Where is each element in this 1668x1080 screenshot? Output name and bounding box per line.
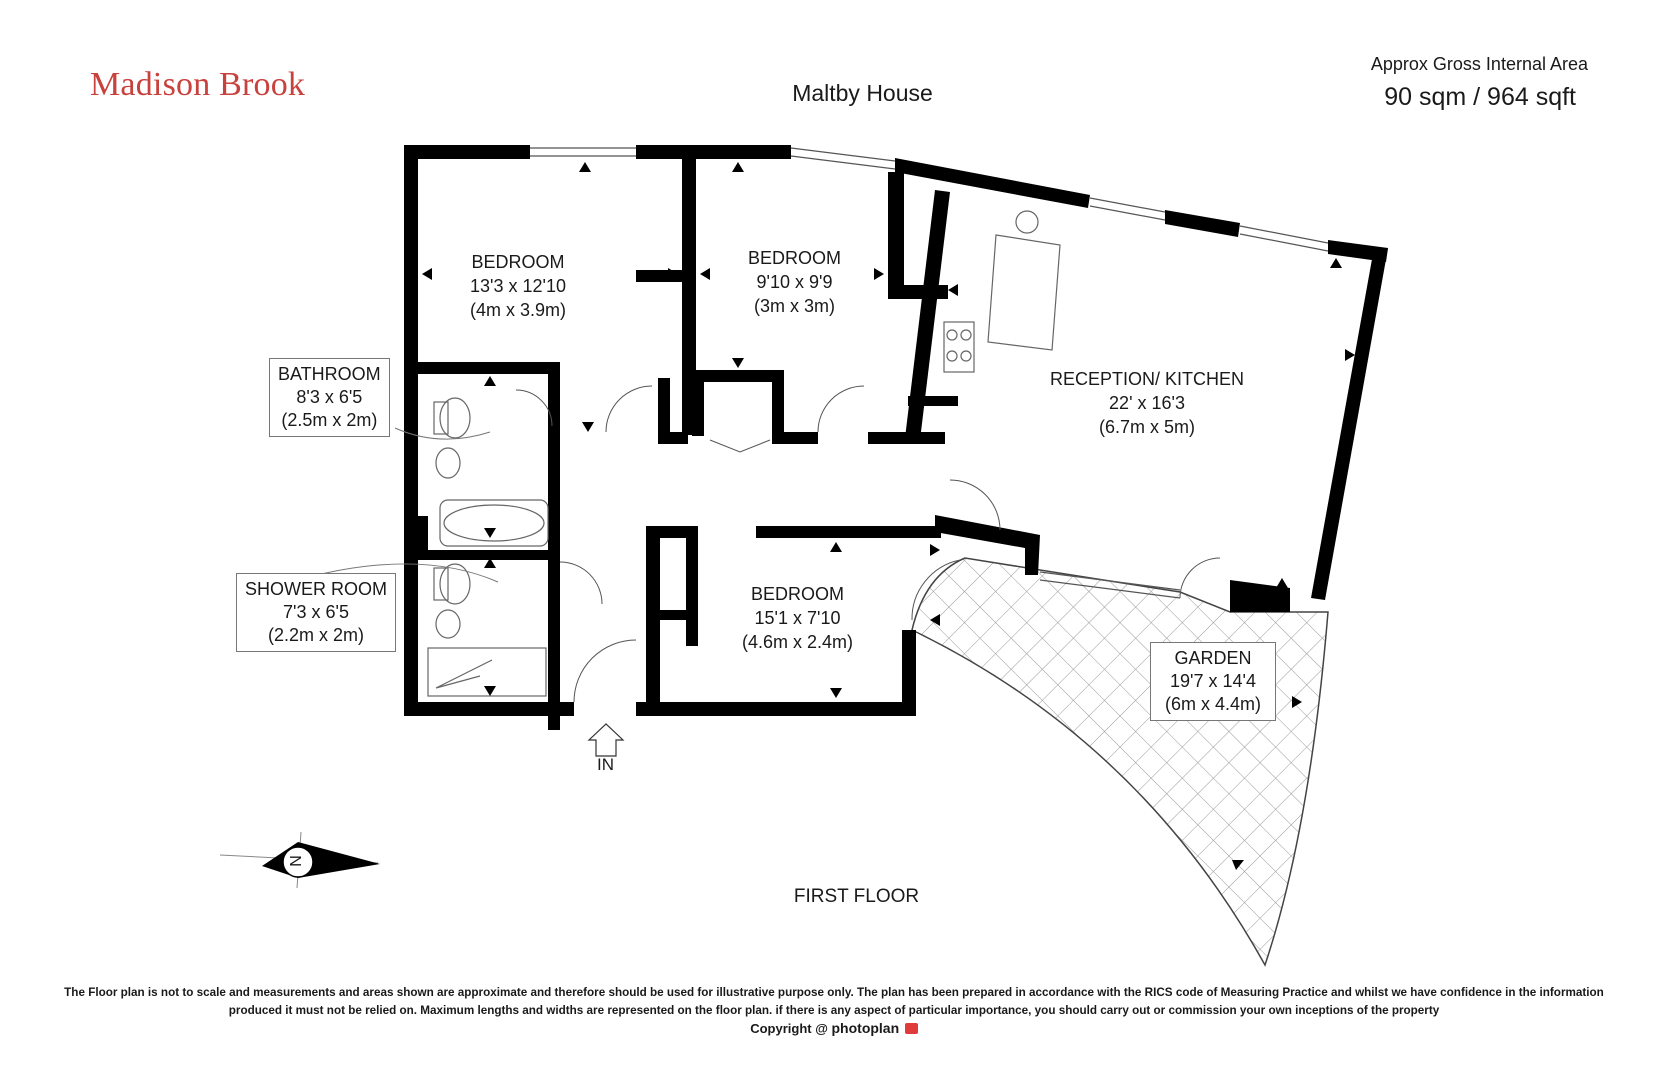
room-imperial: 13'3 x 12'10 (470, 276, 566, 296)
room-imperial: 8'3 x 6'5 (296, 387, 363, 407)
fixtures (427, 210, 1061, 697)
brand-logo: Madison Brook (90, 66, 306, 103)
room-label-reception: RECEPTION/ KITCHEN 22' x 16'3 (6.7m x 5m… (1050, 367, 1244, 439)
room-metric: (3m x 3m) (754, 296, 835, 316)
room-label-bathroom: BATHROOM 8'3 x 6'5 (2.5m x 2m) (269, 358, 390, 437)
room-label-bedroom1: BEDROOM 13'3 x 12'10 (4m x 3.9m) (470, 250, 566, 322)
photoplan-brand: photoplan (831, 1020, 900, 1036)
room-name: BEDROOM (748, 248, 842, 268)
room-imperial: 7'3 x 6'5 (283, 602, 349, 622)
compass-icon (219, 831, 380, 889)
room-metric: (4.6m x 2.4m) (742, 632, 854, 652)
room-imperial: 22' x 16'3 (1109, 393, 1185, 413)
room-metric: (6.7m x 5m) (1099, 417, 1196, 437)
floor-label: FIRST FLOOR (793, 886, 920, 907)
room-label-shower: SHOWER ROOM 7'3 x 6'5 (2.2m x 2m) (236, 573, 396, 652)
room-label-bedroom2: BEDROOM 9'10 x 9'9 (3m x 3m) (748, 246, 841, 318)
door-swings (515, 385, 1221, 703)
compass-label: N (287, 855, 305, 867)
entrance-label: IN (597, 755, 614, 774)
room-name: BATHROOM (278, 364, 381, 384)
area-title: Approx Gross Internal Area (1370, 54, 1588, 74)
room-metric: (4m x 3.9m) (470, 300, 567, 320)
building-name: Maltby House (792, 80, 933, 106)
room-name: BEDROOM (751, 584, 845, 604)
room-name: BEDROOM (471, 252, 565, 272)
copyright-line: Copyright @ photoplan (0, 1020, 1668, 1036)
room-metric: (2.2m x 2m) (267, 625, 364, 645)
copyright-text: Copyright @ (750, 1021, 828, 1036)
walls (404, 145, 1388, 730)
room-name: SHOWER ROOM (245, 579, 387, 599)
room-label-garden: GARDEN 19'7 x 14'4 (6m x 4.4m) (1150, 642, 1277, 721)
room-label-bedroom3: BEDROOM 15'1 x 7'10 (4.6m x 2.4m) (742, 582, 853, 654)
room-metric: (2.5m x 2m) (281, 410, 378, 430)
disclaimer-text: The Floor plan is not to scale and measu… (64, 986, 1604, 1017)
room-name: RECEPTION/ KITCHEN (1050, 369, 1245, 389)
windows (530, 147, 1329, 599)
camera-icon (904, 1023, 918, 1034)
dimension-arrows (422, 162, 1355, 870)
room-imperial: 9'10 x 9'9 (756, 272, 833, 292)
room-imperial: 15'1 x 7'10 (754, 608, 841, 628)
area-value: 90 sqm / 964 sqft (1384, 83, 1576, 111)
room-name: GARDEN (1174, 648, 1252, 668)
room-imperial: 19'7 x 14'4 (1170, 671, 1256, 691)
leader-lines (304, 427, 499, 583)
room-metric: (6m x 4.4m) (1165, 694, 1262, 714)
entrance-arrow-icon (587, 723, 625, 757)
